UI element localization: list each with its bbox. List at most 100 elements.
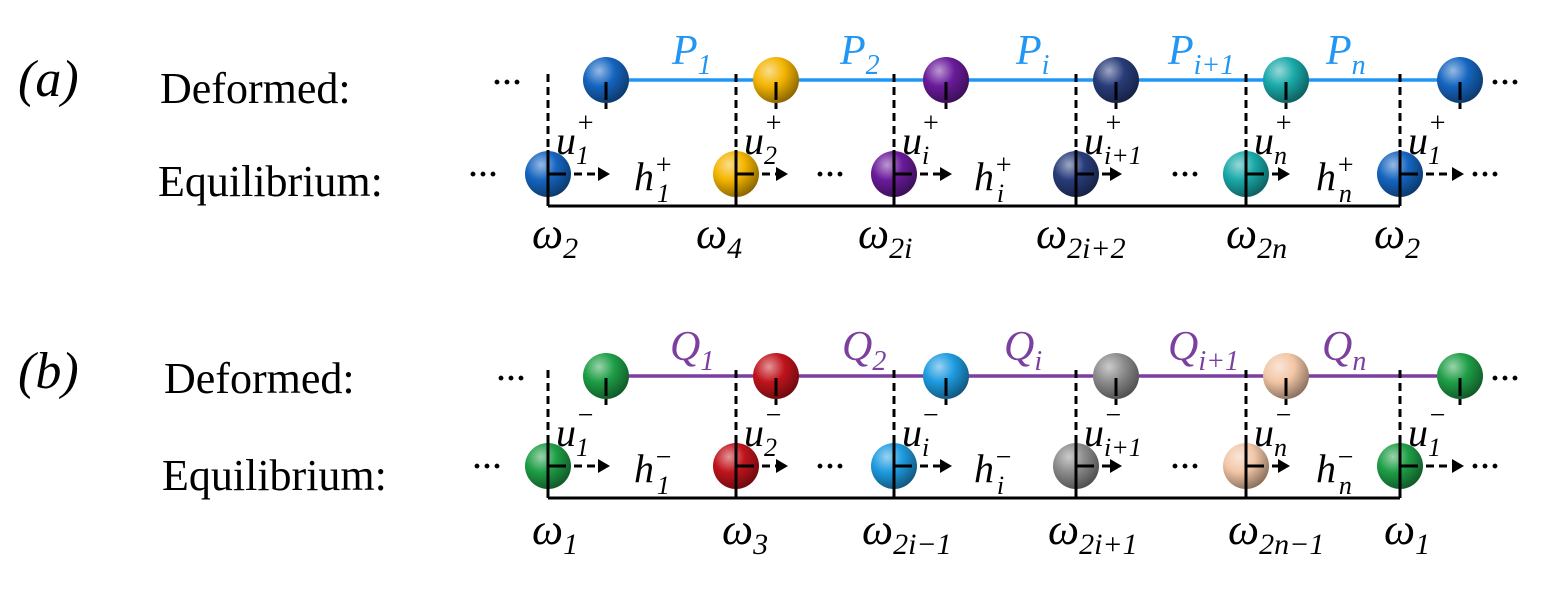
panel-label-b: (b): [18, 343, 79, 400]
ellipses-b: ··· ··· ··· ··· ··· ···: [472, 362, 1520, 483]
deformed-ball: [1437, 57, 1483, 103]
u-label: u1−: [1408, 400, 1447, 462]
bond-label: Pi: [1015, 28, 1049, 81]
deformed-ball: [1263, 353, 1309, 399]
deformed-ball: [753, 353, 799, 399]
bond-label: Pi+1: [1167, 28, 1234, 81]
omega-label: ω2i−1: [862, 505, 952, 561]
omega-label: ω2: [1374, 209, 1420, 265]
ellipsis: ···: [815, 158, 845, 191]
ball-ticks-b: [546, 442, 1418, 498]
deformed-label-b: Deformed:: [164, 354, 355, 403]
arrow-head: [598, 167, 610, 181]
omega-label: ω2i+1: [1048, 505, 1138, 561]
h-label: h+n: [1316, 150, 1355, 208]
omega-label: ω2i+2: [1036, 209, 1126, 265]
bond-label: Qn: [1322, 324, 1366, 377]
bond-label: P2: [839, 28, 880, 81]
deformed-ball: [753, 57, 799, 103]
equilibrium-balls-a: [525, 151, 1423, 197]
u-label: u1+: [556, 108, 595, 170]
bond-label: Q1: [670, 324, 714, 377]
u-label: ui+: [902, 108, 940, 170]
arrow-head: [1110, 167, 1122, 181]
arrow-head: [940, 167, 952, 181]
deformed-ball: [583, 57, 629, 103]
deformed-balls-b: [583, 353, 1483, 399]
ellipsis: ···: [1490, 66, 1520, 99]
arrow-head: [776, 459, 788, 473]
arrow-heads-b: [598, 459, 1464, 473]
arrow-heads-a: [598, 167, 1464, 181]
omega-label: ω2n: [1226, 209, 1287, 265]
ellipsis: ···: [468, 158, 498, 191]
u-label: ui+1−: [1084, 400, 1142, 462]
u-label: ui+1+: [1084, 108, 1142, 170]
arrow-head: [1452, 459, 1464, 473]
ellipsis: ···: [492, 66, 522, 99]
bond-label: P1: [671, 28, 712, 81]
bond-labels-a: P1 P2 Pi Pi+1 Pn: [671, 28, 1366, 81]
ball-drops-top-b: [604, 378, 1462, 396]
frequency-labels-b: ω1 ω3 ω2i−1 ω2i+1 ω2n−1 ω1: [532, 505, 1430, 561]
omega-label: ω2n−1: [1228, 505, 1324, 561]
u-label: un−: [1254, 400, 1293, 462]
arrow-head: [776, 167, 788, 181]
equilibrium-label-a: Equilibrium:: [158, 157, 383, 206]
u-label: u2+: [744, 108, 783, 170]
arrow-head: [598, 459, 610, 473]
ball-drops-b: [604, 376, 1462, 408]
ellipsis: ···: [1490, 362, 1520, 395]
u-label: u1−: [556, 400, 595, 462]
arrow-head: [1278, 167, 1290, 181]
omega-label: ω3: [722, 505, 768, 561]
u-label: ui−: [902, 400, 940, 462]
displacement-labels-b: u1− u2− ui− ui+1− un− u1−: [556, 400, 1447, 462]
deformed-balls-a: [583, 57, 1483, 103]
omega-label: ω1: [532, 505, 578, 561]
displacement-labels-a: u1+ u2+ ui+ ui+1+ un+ u1+: [556, 108, 1447, 170]
h-label: h+1: [634, 150, 673, 208]
ellipses-a: ··· ··· ··· ··· ··· ···: [468, 66, 1520, 191]
h-label: h−n: [1316, 442, 1355, 500]
h-label: h−1: [634, 442, 673, 500]
ellipsis: ···: [496, 362, 526, 395]
arrow-head: [1452, 167, 1464, 181]
deformed-ball: [923, 353, 969, 399]
ellipsis: ···: [1170, 450, 1200, 483]
bond-label: Qi+1: [1168, 324, 1239, 377]
ball-ticks-a: [546, 150, 1418, 206]
h-label: h−i: [974, 442, 1013, 500]
deformed-ball: [583, 353, 629, 399]
arrow-head: [940, 459, 952, 473]
omega-label: ω2: [532, 209, 578, 265]
u-label: u1+: [1408, 108, 1447, 170]
ellipsis: ···: [1470, 158, 1500, 191]
ball-drops-top-a: [604, 82, 1462, 100]
arrow-head: [1110, 459, 1122, 473]
u-label: u2−: [744, 400, 783, 462]
deformed-label-a: Deformed:: [160, 64, 351, 113]
bond-label: Qi: [1004, 324, 1042, 377]
ball-drops-a: [604, 80, 1462, 112]
omega-label: ω1: [1384, 505, 1430, 561]
deformed-ball: [1263, 57, 1309, 103]
ellipsis: ···: [1170, 158, 1200, 191]
deformed-ball: [1093, 353, 1139, 399]
frequency-labels-a: ω2 ω4 ω2i ω2i+2 ω2n ω2: [532, 209, 1420, 265]
deformed-ball: [1093, 57, 1139, 103]
omega-label: ω4: [696, 209, 742, 265]
panel-label-a: (a): [18, 51, 79, 108]
deformed-ball: [923, 57, 969, 103]
spacing-labels-a: h+1 h+i h+n: [634, 150, 1355, 208]
h-label: h+i: [974, 150, 1013, 208]
bond-label: Pn: [1325, 28, 1366, 81]
ellipsis: ···: [1470, 450, 1500, 483]
ellipsis: ···: [815, 450, 845, 483]
panel-b: (b) Deformed: Equilibrium:: [18, 324, 1520, 561]
equilibrium-label-b: Equilibrium:: [162, 451, 387, 500]
bond-labels-b: Q1 Q2 Qi Qi+1 Qn: [670, 324, 1366, 377]
deformed-ball: [1437, 353, 1483, 399]
bond-label: Q2: [842, 324, 886, 377]
